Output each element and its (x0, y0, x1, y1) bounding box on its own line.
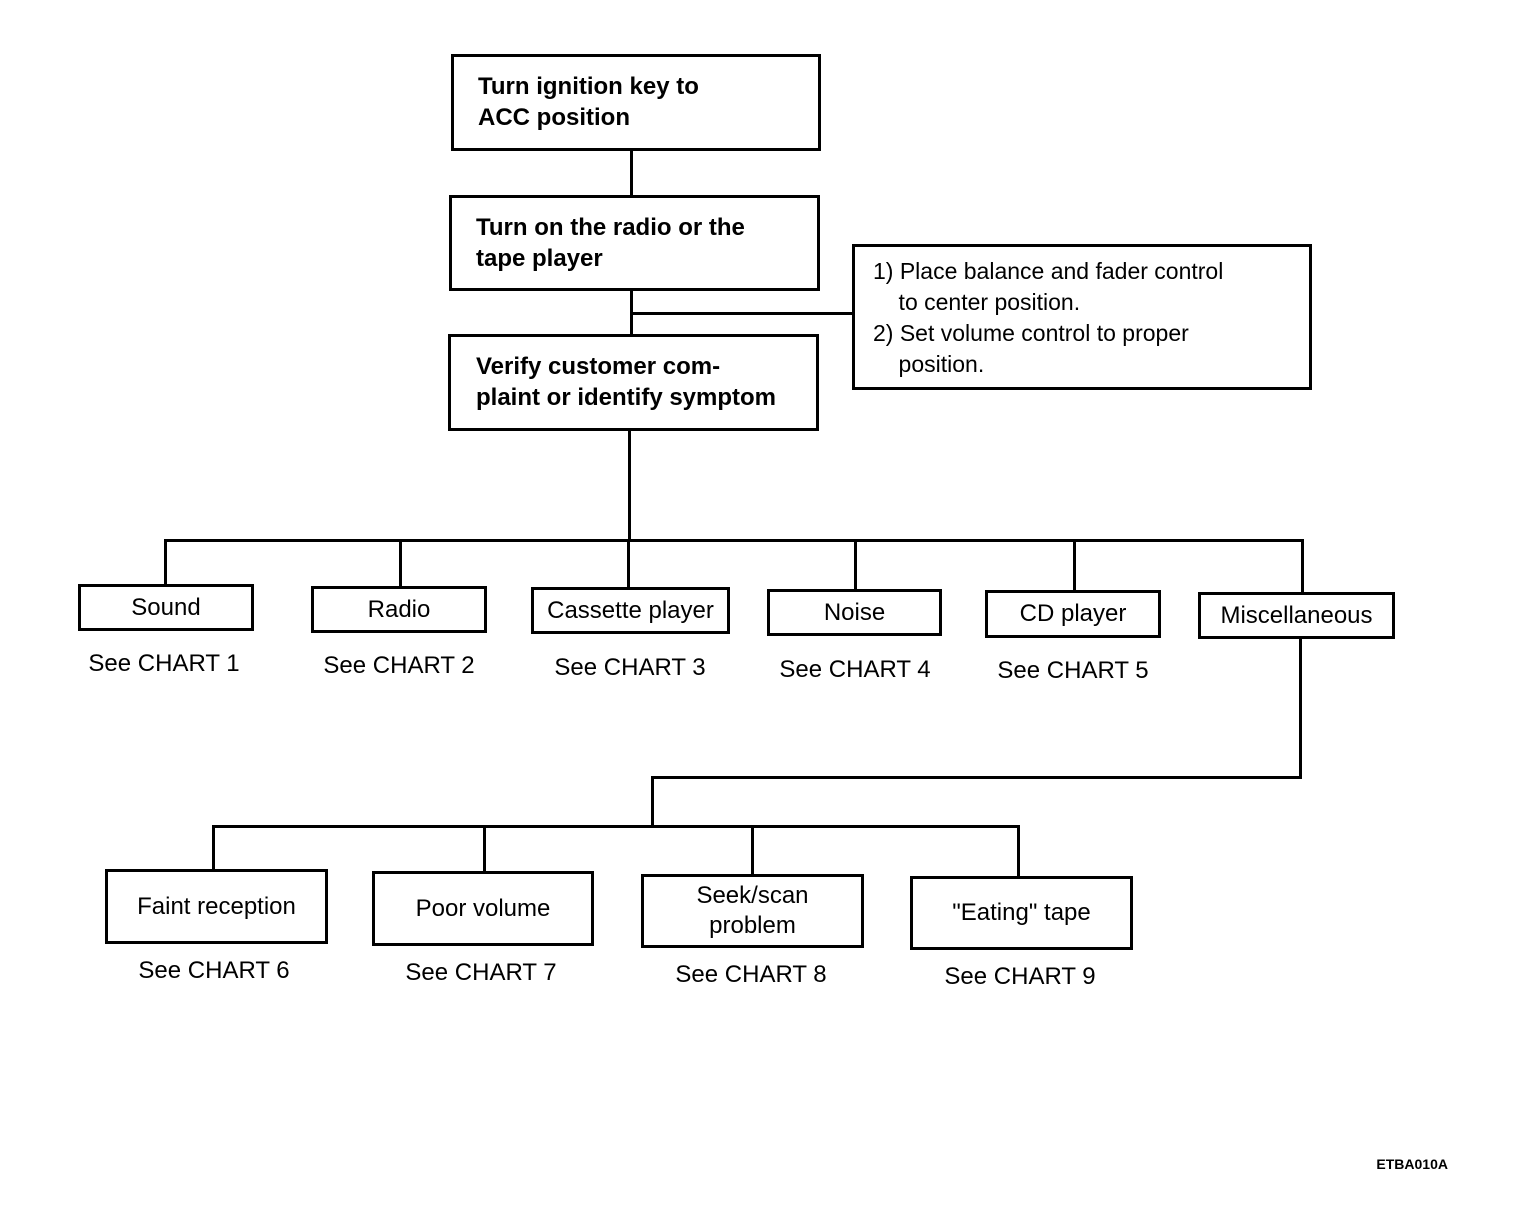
note-box: 1) Place balance and fader control to ce… (852, 244, 1312, 390)
subcategory-label: Seek/scan problem (696, 882, 809, 939)
connector-line (483, 825, 486, 873)
chart-reference: See CHART 2 (323, 652, 475, 679)
subcategory-box-volume: Poor volume (372, 871, 594, 946)
category-box-cd: CD player (985, 590, 1161, 638)
connector-line (628, 429, 631, 541)
step-box-verify: Verify customer com- plaint or identify … (448, 334, 819, 431)
category-label: Noise (823, 598, 886, 626)
chart-reference: See CHART 9 (944, 963, 1096, 990)
step-text-ignition: Turn ignition key to ACC position (478, 73, 699, 131)
connector-line (751, 825, 754, 876)
step-box-radio-on: Turn on the radio or the tape player (449, 195, 820, 291)
connector-line (399, 539, 402, 588)
connector-line (164, 539, 1304, 542)
note-line: to center position. (873, 289, 1081, 315)
note-text: 1) Place balance and fader control to ce… (873, 256, 1223, 380)
connector-line (630, 312, 854, 315)
connector-line (651, 776, 1302, 779)
chart-reference: See CHART 6 (138, 957, 290, 984)
connector-line (1301, 539, 1304, 594)
note-line: 1) Place balance and fader control (873, 258, 1224, 284)
note-line: 2) Set volume control to proper (873, 320, 1189, 346)
chart-reference: See CHART 3 (554, 654, 706, 681)
category-label: Miscellaneous (1220, 601, 1373, 629)
connector-line (212, 825, 1020, 828)
subcategory-label: Faint reception (137, 892, 296, 920)
step-text-radio-on: Turn on the radio or the tape player (476, 214, 745, 272)
subcategory-box-faint: Faint reception (105, 869, 328, 944)
note-line: position. (873, 351, 985, 377)
category-label: Sound (131, 593, 201, 621)
connector-line (854, 539, 857, 591)
category-box-misc: Miscellaneous (1198, 592, 1395, 639)
chart-reference: See CHART 4 (779, 656, 931, 683)
category-box-cassette: Cassette player (531, 587, 730, 634)
connector-line (1073, 539, 1076, 592)
subcategory-box-eating: "Eating" tape (910, 876, 1133, 950)
category-label: Radio (367, 595, 431, 623)
category-label: Cassette player (547, 596, 714, 624)
step-box-ignition: Turn ignition key to ACC position (451, 54, 821, 151)
category-box-noise: Noise (767, 589, 942, 636)
connector-line (651, 776, 654, 828)
connector-line (630, 148, 633, 198)
chart-reference: See CHART 7 (405, 959, 557, 986)
connector-line (164, 539, 167, 586)
step-text-verify: Verify customer com- plaint or identify … (476, 353, 777, 411)
chart-reference: See CHART 8 (675, 961, 827, 988)
figure-code: ETBA010A (1376, 1156, 1448, 1172)
category-box-sound: Sound (78, 584, 254, 631)
chart-reference: See CHART 5 (997, 657, 1149, 684)
connector-line (627, 539, 630, 589)
connector-line (212, 825, 215, 871)
category-box-radio: Radio (311, 586, 487, 633)
chart-reference: See CHART 1 (88, 650, 240, 677)
connector-line (1299, 636, 1302, 779)
subcategory-label: "Eating" tape (952, 899, 1091, 926)
subcategory-box-seek: Seek/scan problem (641, 874, 864, 948)
connector-line (1017, 825, 1020, 878)
subcategory-label: Poor volume (415, 894, 551, 922)
category-label: CD player (1019, 600, 1127, 627)
